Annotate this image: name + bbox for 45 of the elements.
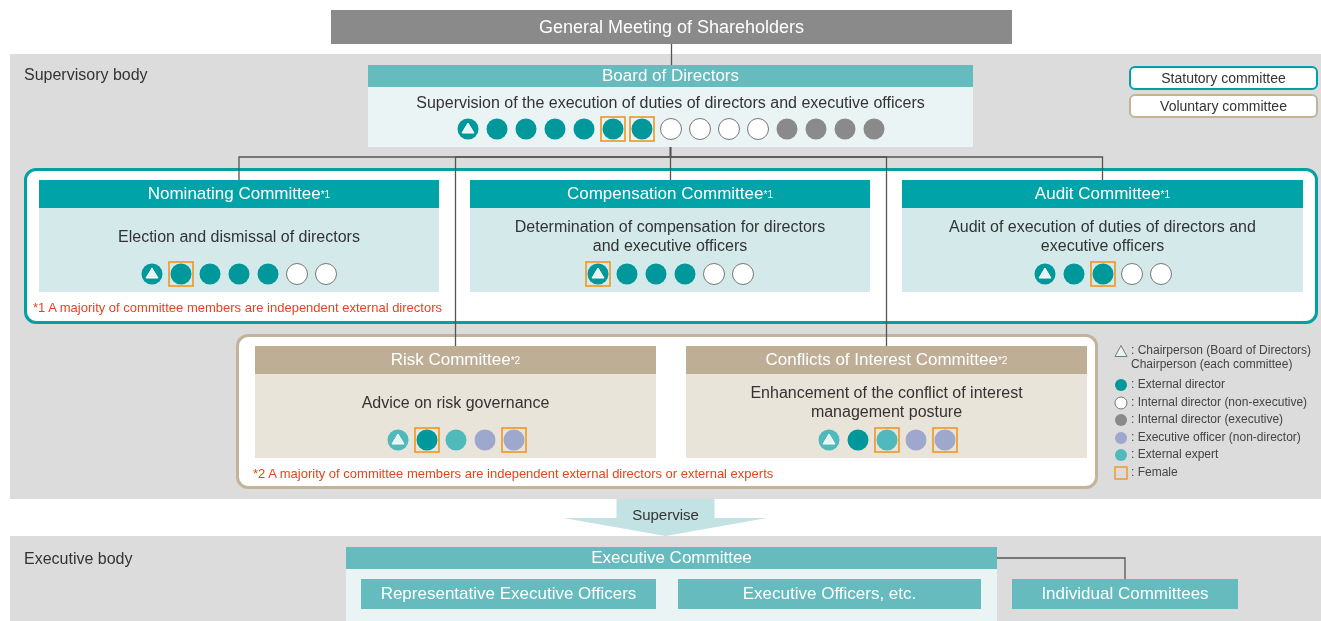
description-text: Determination of compensation for directors and executive officers [513,217,827,255]
legend-key: Voluntary committee [1129,94,1318,118]
org-box: Executive Officers, etc. [678,579,981,609]
legend-text: : Female [1131,464,1178,479]
header-bar: Executive Committee [346,547,997,569]
header-bar: Audit Committee$^{*1}$ [902,180,1303,208]
section-label: Supervisory body [24,66,148,84]
legend-text: : Internal director (non-executive) [1131,394,1308,409]
committee-box [902,180,1303,292]
connector-line [670,43,673,66]
header-bar: Risk Committee$^{*2}$ [255,346,656,374]
description-text: Supervision of the execution of duties of directors and executive officers [415,93,926,112]
connector-line [996,557,1126,580]
legend-text: : External director [1131,377,1226,391]
committee-box [470,180,870,292]
header-bar: Board of Directors [368,65,973,87]
footnote-text: *2 A majority of committee members are independent external directors or external experts [253,466,774,481]
section-label: Executive body [24,550,133,568]
org-box: Representative Executive Officers [361,579,656,609]
legend-text: : Internal director (executive) [1131,412,1284,426]
header-bar: Nominating Committee$^{*1}$ [39,180,439,208]
committee-group-frame [24,168,1318,324]
legend-key: Statutory committee [1129,66,1318,90]
title-box: General Meeting of Shareholders [331,10,1012,44]
board-box [368,65,973,147]
legend-text: : Executive officer (non-director) [1131,429,1301,444]
legend-text: : Chairperson (Board of Directors) Chairperson (each committee) [1131,343,1313,371]
header-bar: Compensation Committee$^{*1}$ [470,180,870,208]
committee-box [39,180,439,292]
description-text: Advice on risk governance [360,392,551,413]
org-box: Individual Committees [1012,579,1238,609]
footnote-text: *1 A majority of committee members are independent external directors [33,300,442,315]
description-text: Election and dismissal of directors [117,226,361,247]
board-box [346,547,997,621]
committee-box [686,346,1087,458]
legend-text: : External expert [1131,447,1219,461]
committee-box [255,346,656,458]
description-text: Audit of execution of duties of directors and executive officers [948,217,1257,255]
description-text: Enhancement of the conflict of interest management posture [749,383,1024,421]
section-band [10,536,1321,621]
section-band [10,54,1321,499]
block-arrow [563,499,768,536]
committee-group-frame [236,334,1098,489]
header-bar: Conflicts of Interest Committee$^{*2}$ [686,346,1087,374]
connector-line [669,146,888,347]
